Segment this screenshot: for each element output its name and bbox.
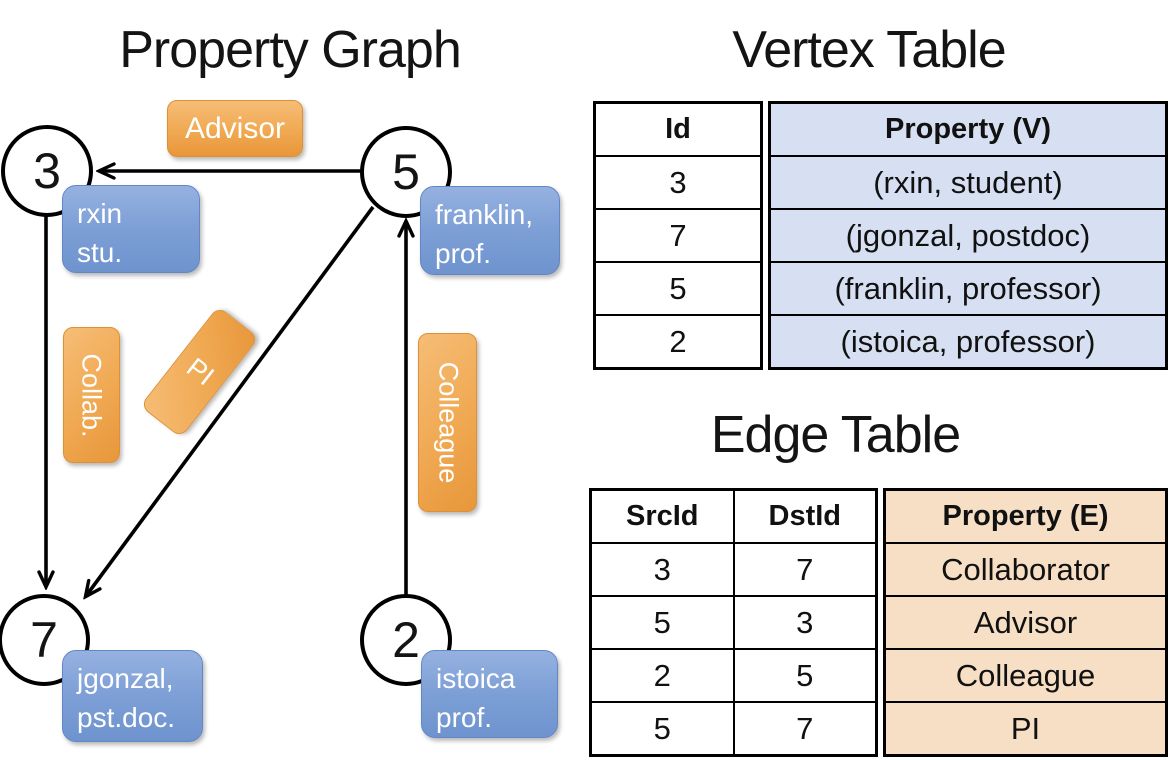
edge-pi-5-to-7 [86, 205, 375, 596]
edge-table-header-property: Property (E) [883, 488, 1168, 544]
table-row: (jgonzal, postdoc) [768, 208, 1168, 263]
vertex-table-id-column: Id 3 7 5 2 [593, 101, 763, 370]
table-row: (istoica, professor) [768, 314, 1168, 370]
vertex-prop-box-2: istoica prof. [421, 650, 558, 738]
vertex-table-header-id: Id [593, 101, 763, 157]
edge-src-cell: 2 [589, 648, 735, 703]
table-row: 3 7 [589, 542, 878, 597]
edge-dst-cell: 7 [732, 701, 878, 757]
node-id-2: 2 [392, 612, 420, 668]
vertex-prop-3-line2: stu. [77, 236, 123, 268]
node-id-7: 7 [30, 612, 58, 668]
edge-src-cell: 3 [589, 542, 735, 597]
edge-table-property-column: Property (E) Collaborator Advisor Collea… [883, 488, 1168, 757]
vertex-prop-5-line2: prof. [435, 237, 492, 269]
vertex-property-cell: (istoica, professor) [768, 314, 1168, 370]
edge-property-cell: Advisor [883, 595, 1168, 650]
table-row: 2 [593, 314, 763, 370]
edge-label-colleague-text: Colleague [433, 361, 463, 484]
table-row: 3 [593, 155, 763, 210]
vertex-prop-7-line2: pst.doc. [77, 701, 176, 733]
table-row: 5 [593, 261, 763, 316]
vertex-prop-5-line1: franklin, [435, 199, 534, 230]
table-row: 5 3 [589, 595, 878, 650]
vertex-prop-box-3: rxin stu. [62, 185, 200, 273]
vertex-table-title: Vertex Table [732, 21, 1006, 79]
table-row: 2 5 [589, 648, 878, 703]
edge-property-cell: Colleague [883, 648, 1168, 703]
edge-label-pi-text: PI [180, 351, 220, 392]
vertex-id-cell: 7 [593, 208, 763, 263]
edge-label-colleague: Colleague [418, 333, 477, 512]
vertex-prop-2-line1: istoica [436, 663, 516, 694]
vertex-id-cell: 5 [593, 261, 763, 316]
vertex-prop-7-line1: jgonzal, [77, 663, 174, 694]
edge-dst-cell: 3 [732, 595, 878, 650]
vertex-prop-box-7: jgonzal, pst.doc. [62, 650, 203, 742]
edge-dst-cell: 7 [732, 542, 878, 597]
table-row: Advisor [883, 595, 1168, 650]
table-row: PI [883, 701, 1168, 757]
table-row: (rxin, student) [768, 155, 1168, 210]
vertex-prop-3-line1: rxin [77, 198, 123, 229]
vertex-id-cell: 2 [593, 314, 763, 370]
edge-table-src-dst-columns: SrcId DstId 3 7 5 3 2 5 5 7 [589, 488, 878, 757]
edge-table-header-dstid: DstId [732, 488, 878, 544]
vertex-property-cell: (jgonzal, postdoc) [768, 208, 1168, 263]
vertex-table-header-property: Property (V) [768, 101, 1168, 157]
table-row: 7 [593, 208, 763, 263]
edge-table-header-srcid: SrcId [589, 488, 735, 544]
edge-table-title: Edge Table [710, 406, 961, 464]
vertex-prop-box-5: franklin, prof. [420, 186, 560, 275]
table-row: Colleague [883, 648, 1168, 703]
edge-property-cell: PI [883, 701, 1168, 757]
edge-src-cell: 5 [589, 595, 735, 650]
edge-label-collab-text: Collab. [77, 352, 108, 438]
node-id-5: 5 [392, 144, 420, 200]
edge-label-collab: Collab. [63, 327, 120, 463]
vertex-prop-2-line2: prof. [436, 701, 493, 733]
table-row: Collaborator [883, 542, 1168, 597]
edge-label-advisor: Advisor [167, 100, 303, 157]
edge-property-cell: Collaborator [883, 542, 1168, 597]
vertex-property-cell: (rxin, student) [768, 155, 1168, 210]
node-id-3: 3 [33, 143, 61, 199]
table-row: 5 7 [589, 701, 878, 757]
edge-dst-cell: 5 [732, 648, 878, 703]
vertex-property-cell: (franklin, professor) [768, 261, 1168, 316]
vertex-table-property-column: Property (V) (rxin, student) (jgonzal, p… [768, 101, 1168, 370]
property-graph-title: Property Graph [119, 21, 462, 79]
vertex-id-cell: 3 [593, 155, 763, 210]
edge-src-cell: 5 [589, 701, 735, 757]
edge-label-advisor-text: Advisor [184, 111, 286, 145]
table-row: (franklin, professor) [768, 261, 1168, 316]
